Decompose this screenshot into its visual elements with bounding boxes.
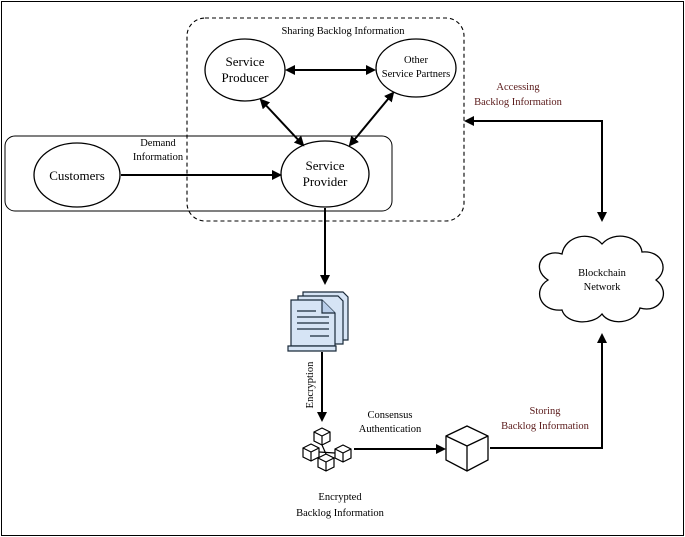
cloud-icon bbox=[538, 235, 665, 323]
service-provider-label-1: Service bbox=[306, 158, 345, 173]
accessing-arrow bbox=[464, 116, 607, 222]
storing-arrow bbox=[490, 333, 607, 449]
customers-node bbox=[33, 142, 121, 208]
demand-label-1: Demand bbox=[140, 138, 176, 149]
demand-label-2: Information bbox=[133, 152, 184, 163]
consensus-label-2: Authentication bbox=[359, 424, 422, 435]
blockchain-label-2: Network bbox=[584, 282, 621, 293]
block-cluster-icon bbox=[302, 427, 352, 472]
accessing-label-1: Accessing bbox=[496, 82, 540, 93]
encryption-label: Encryption bbox=[305, 361, 316, 408]
customer-provider-group bbox=[4, 135, 393, 212]
service-producer-label-1: Service bbox=[226, 54, 265, 69]
other-partners-label-2: Service Partners bbox=[382, 69, 451, 80]
other-partners-label-1: Other bbox=[404, 55, 428, 66]
document-stack-icon bbox=[287, 291, 349, 352]
encrypted-label-2: Backlog Information bbox=[296, 508, 385, 519]
producer-provider-arrow bbox=[259, 98, 305, 147]
customers-label: Customers bbox=[49, 168, 105, 183]
partners-provider-arrow bbox=[348, 91, 395, 147]
service-producer-label-2: Producer bbox=[222, 70, 270, 85]
consensus-label-1: Consensus bbox=[368, 410, 413, 421]
sharing-backlog-label: Sharing Backlog Information bbox=[281, 26, 405, 37]
blockchain-label-1: Blockchain bbox=[578, 268, 627, 279]
storing-label-1: Storing bbox=[530, 406, 562, 417]
other-partners-node bbox=[375, 38, 457, 98]
service-provider-label-2: Provider bbox=[303, 174, 348, 189]
encrypted-label-1: Encrypted bbox=[318, 492, 362, 503]
accessing-label-2: Backlog Information bbox=[474, 97, 563, 108]
single-block-icon bbox=[445, 425, 489, 472]
storing-label-2: Backlog Information bbox=[501, 421, 590, 432]
